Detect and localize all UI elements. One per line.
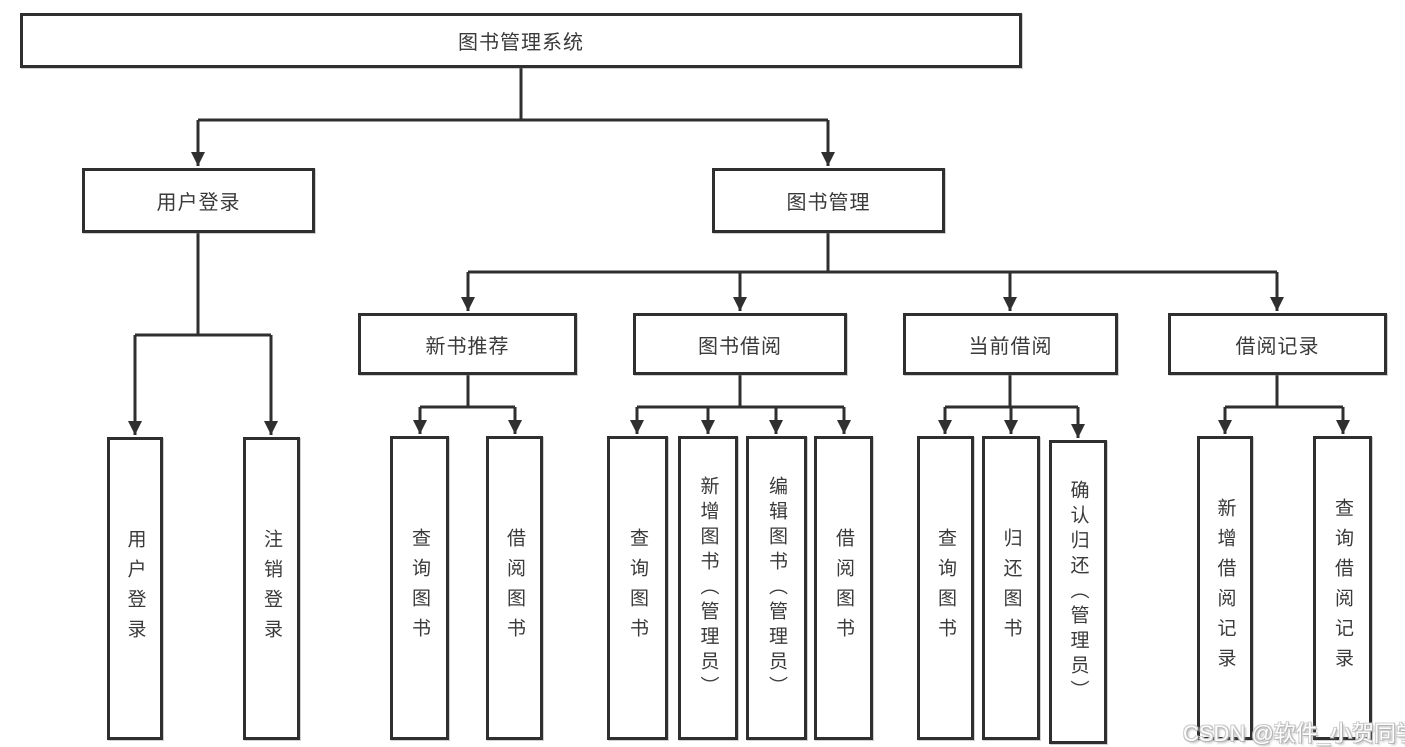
leaf-query-books-3-label: 查询图书 xyxy=(935,528,956,648)
leaf-add-borrow-record: 新增借阅记录 xyxy=(1197,436,1253,740)
node-root: 图书管理系统 xyxy=(20,13,1022,68)
leaf-query-books-2: 查询图书 xyxy=(607,436,668,740)
leaf-query-books-1: 查询图书 xyxy=(390,436,449,740)
node-current-borrow: 当前借阅 xyxy=(903,313,1118,375)
leaf-borrow-books-2: 借阅图书 xyxy=(814,436,873,740)
leaf-confirm-return-admin: 确认归还（管理员） xyxy=(1049,440,1107,744)
leaf-user-login-label: 用户登录 xyxy=(124,528,146,649)
leaf-add-books-admin-label: 新增图书（管理员） xyxy=(697,475,719,701)
leaf-borrow-books-1-label: 借阅图书 xyxy=(504,528,525,648)
node-root-label: 图书管理系统 xyxy=(458,32,584,54)
leaf-query-borrow-record: 查询借阅记录 xyxy=(1313,436,1372,740)
node-book-borrow-label: 图书借阅 xyxy=(698,335,782,358)
leaf-query-borrow-record-label: 查询借阅记录 xyxy=(1332,498,1353,678)
leaf-add-borrow-record-label: 新增借阅记录 xyxy=(1214,498,1236,678)
leaf-query-books-3: 查询图书 xyxy=(917,436,974,740)
leaf-logout: 注销登录 xyxy=(243,437,300,740)
leaf-return-books: 归还图书 xyxy=(982,436,1040,740)
node-new-book-recommend-label: 新书推荐 xyxy=(425,335,510,358)
leaf-edit-books-admin-label: 编辑图书（管理员） xyxy=(766,475,787,701)
leaf-return-books-label: 归还图书 xyxy=(1000,528,1022,648)
node-user-login-label: 用户登录 xyxy=(156,192,241,214)
leaf-query-books-2-label: 查询图书 xyxy=(627,528,648,648)
leaf-query-books-1-label: 查询图书 xyxy=(409,528,430,648)
node-book-borrow: 图书借阅 xyxy=(633,313,847,375)
leaf-user-login: 用户登录 xyxy=(107,437,163,740)
leaf-add-books-admin: 新增图书（管理员） xyxy=(678,436,738,740)
node-borrow-records: 借阅记录 xyxy=(1168,313,1387,375)
node-user-login: 用户登录 xyxy=(82,168,315,233)
leaf-edit-books-admin: 编辑图书（管理员） xyxy=(746,436,807,740)
leaf-confirm-return-admin-label: 确认归还（管理员） xyxy=(1067,479,1089,705)
node-new-book-recommend: 新书推荐 xyxy=(358,313,577,375)
node-book-management: 图书管理 xyxy=(712,168,945,233)
node-book-management-label: 图书管理 xyxy=(786,192,871,214)
leaf-borrow-books-1: 借阅图书 xyxy=(486,436,543,740)
node-current-borrow-label: 当前借阅 xyxy=(968,335,1053,358)
node-borrow-records-label: 借阅记录 xyxy=(1235,335,1320,358)
leaf-logout-label: 注销登录 xyxy=(261,528,282,649)
leaf-borrow-books-2-label: 借阅图书 xyxy=(833,528,854,648)
